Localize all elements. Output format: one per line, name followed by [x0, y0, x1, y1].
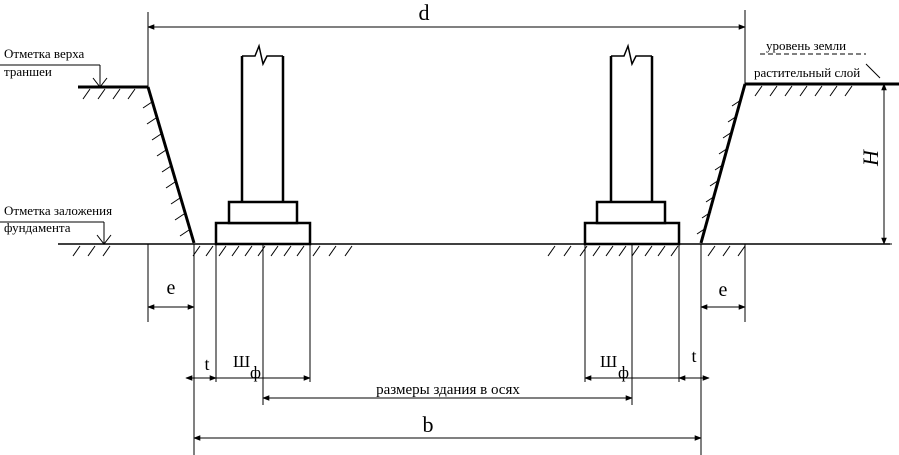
footing-ref-lines: [215, 244, 680, 405]
topsoil-leader: [865, 63, 881, 79]
dimension-h: [870, 83, 892, 245]
label-trench-top-1: Отметка верха: [4, 46, 85, 61]
label-foundation-1: Отметка заложения: [4, 203, 112, 218]
hatch-slope-right: [696, 99, 742, 235]
label-t-left: t: [204, 354, 209, 374]
label-building-axes: размеры здания в осях: [376, 382, 520, 398]
elevation-marker-top: [0, 64, 108, 88]
label-sh-right: Ш: [600, 352, 617, 371]
label-sh-left-sub: ф: [250, 363, 261, 382]
label-sh-left: Ш: [233, 352, 250, 371]
dimension-e-right: [700, 244, 746, 455]
label-foundation-2: фундамента: [4, 220, 71, 235]
label-ground-level: уровень земли: [766, 38, 846, 53]
hatch-ground-right: [754, 85, 853, 97]
hatch-slope-left: [142, 101, 190, 237]
label-e-right: e: [719, 279, 728, 301]
footing-left: [214, 43, 312, 246]
trench-slope-right: [699, 83, 747, 244]
elevation-marker-foundation: [0, 221, 112, 245]
label-topsoil: растительный слой: [754, 65, 860, 80]
label-t-right: t: [691, 346, 696, 366]
hatch-ground-left: [82, 88, 136, 100]
label-trench-top-2: траншеи: [4, 64, 52, 79]
label-d: d: [419, 0, 430, 25]
label-b: b: [423, 412, 434, 437]
dimension-e-left: [147, 244, 195, 455]
trench-slope-left: [146, 86, 196, 244]
footing-right: [583, 43, 681, 246]
label-e-left: e: [167, 277, 176, 299]
label-h: H: [858, 149, 883, 167]
hatch-bottom: [72, 245, 746, 257]
label-sh-right-sub: ф: [618, 363, 629, 382]
dimension-d: [147, 10, 746, 87]
